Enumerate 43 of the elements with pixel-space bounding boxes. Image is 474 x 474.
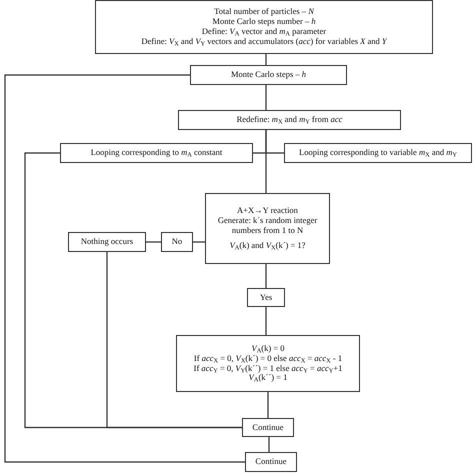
box-text: If acc$_{X}$ = 0, V$_{X}$(k´) = 0 else acc$_{X}$ = acc$_{X}$ - 1: [194, 354, 342, 364]
box-text: Nothing occurs: [80, 237, 134, 247]
connector-line: [265, 264, 267, 288]
box-text: Redefine: m$_{X}$ and m$_{Y}$ from acc: [236, 115, 342, 125]
connector-line: [265, 307, 267, 335]
box-text: Monte Carlo steps number – h: [212, 17, 316, 27]
connector-line: [24, 152, 242, 428]
answer-box: [161, 232, 193, 252]
connector-line: [193, 241, 205, 243]
connector-line: [146, 241, 161, 243]
connector-line: [265, 85, 267, 110]
box-text: Monte Carlo steps – h: [230, 70, 306, 80]
process-box: [242, 418, 294, 437]
box-text: Define: V$_{X}$ and V$_{Y}$ vectors and accumulators (acc) for variables X and Y: [141, 36, 387, 47]
box-text: Continue: [255, 457, 287, 467]
process-box: [178, 110, 401, 130]
connector-line: [268, 437, 270, 452]
process-box: [284, 143, 472, 163]
process-box: [60, 143, 253, 163]
process-box: [205, 193, 330, 264]
box-text: V$_{A}$(k) = 0: [251, 344, 284, 354]
box-text: Continue: [252, 422, 284, 432]
box-text: A+X→Y reaction: [237, 206, 298, 216]
connector-line: [267, 392, 269, 418]
connector-line: [265, 54, 267, 65]
box-text: Yes: [260, 292, 272, 302]
box-text: If acc$_{Y}$ = 0, V$_{Y}$(k´´) = 1 else acc$_{Y}$ = acc$_{Y}$+1: [194, 364, 342, 374]
box-text: No: [172, 237, 182, 247]
box-text: Define: V$_{A}$ vector and m$_{A}$ parameter: [202, 27, 326, 37]
connector-line: [4, 74, 245, 463]
process-box: [245, 452, 297, 472]
box-text: Looping corresponding to variable m$_{X}$ and m$_{Y}$: [299, 148, 457, 158]
box-text: Looping corresponding to m$_{A}$ constant: [90, 148, 222, 158]
process-box: [190, 65, 347, 85]
process-box: [176, 335, 360, 392]
box-text: V$_{A}$(k´´) = 1: [248, 373, 288, 384]
answer-box: [247, 288, 285, 307]
box-text: Total number of particles – N: [214, 7, 314, 18]
process-box: [68, 232, 146, 252]
process-box: [95, 0, 433, 54]
box-text: Generate: k´s random integer numbers from 1 to N: [216, 216, 318, 236]
connector-line: [265, 130, 267, 193]
box-text: V$_{A}$(k) and V$_{X}$(k´) = 1?: [230, 241, 306, 252]
